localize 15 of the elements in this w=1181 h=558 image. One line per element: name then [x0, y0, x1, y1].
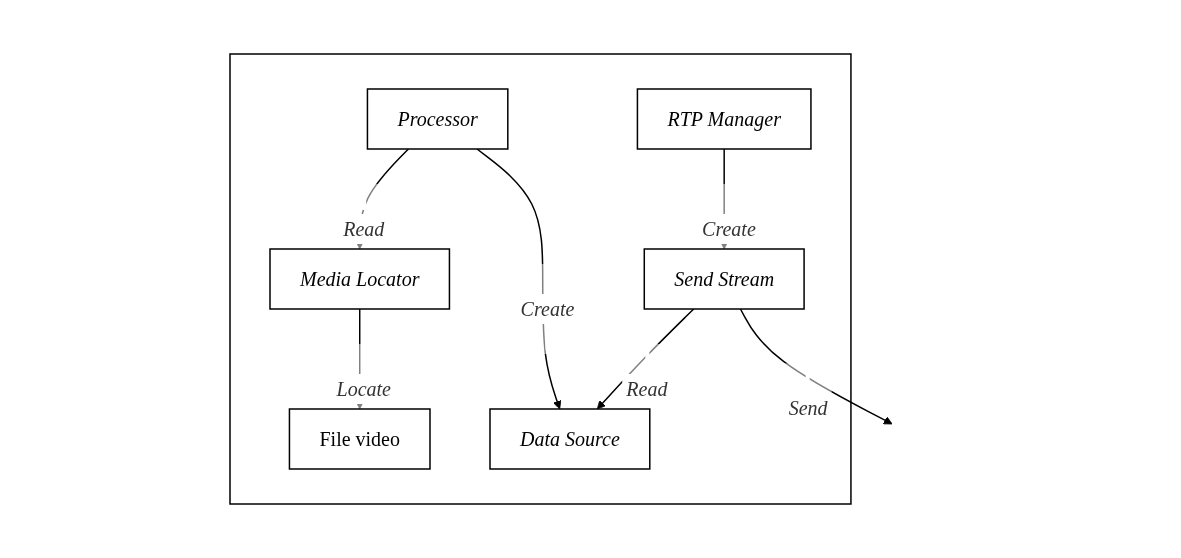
node-box: Send Stream	[643, 248, 805, 310]
node-box: Processor	[366, 88, 509, 150]
edge-label: Create	[702, 218, 756, 240]
edge-label: Send	[788, 397, 828, 420]
edge-label: Read	[343, 218, 385, 240]
node-box: Media Locator	[269, 248, 451, 310]
edge-label: Read	[626, 378, 668, 400]
node-box: Data Source	[489, 408, 651, 470]
arrow	[476, 148, 562, 410]
edge-label: Create	[520, 298, 575, 320]
arrow	[596, 308, 695, 410]
edge-label: Locate	[336, 378, 391, 400]
cluster	[229, 53, 852, 505]
node-box: RTP Manager	[636, 88, 812, 150]
node-box: File video	[288, 408, 431, 470]
